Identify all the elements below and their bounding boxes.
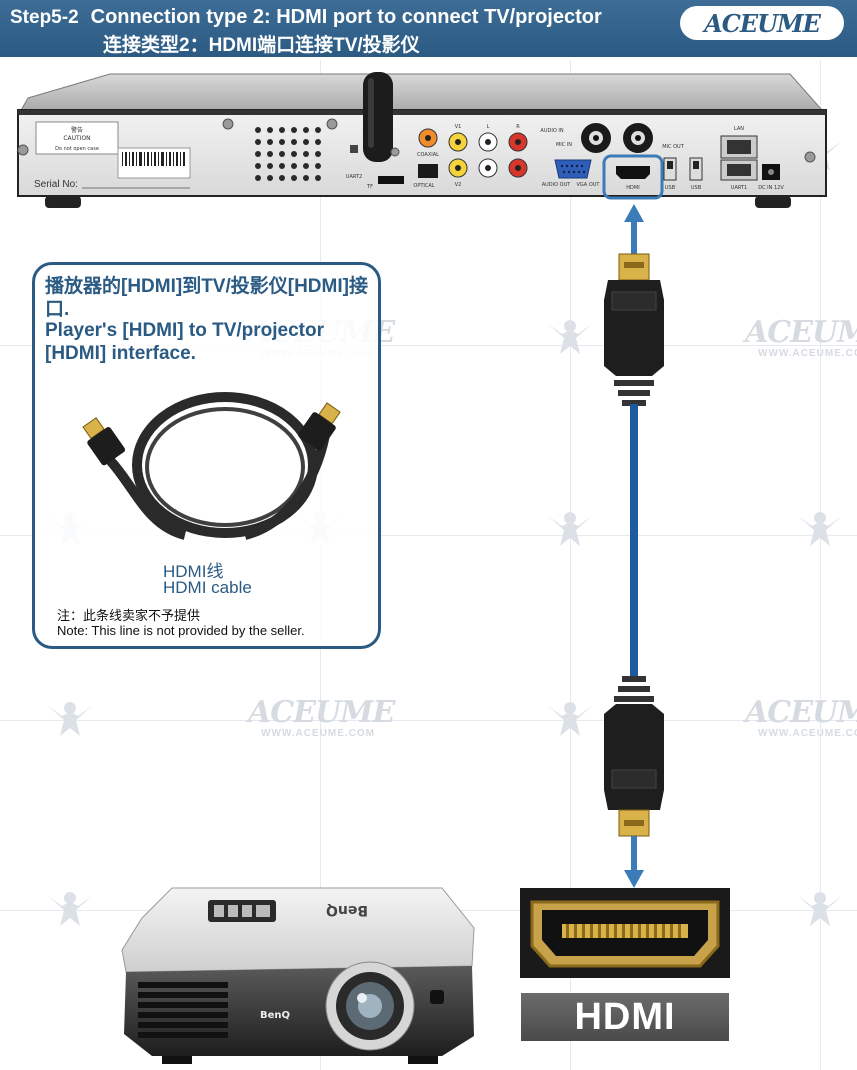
hdmi-port-closeup	[520, 888, 730, 978]
projector-illustration: BenQ BenQ	[121, 887, 475, 1064]
lan-label: LAN	[734, 126, 744, 132]
grid-line	[570, 60, 571, 1070]
projector-brand-top: BenQ	[326, 902, 368, 918]
arrow-up-icon	[624, 204, 644, 222]
r-label: R	[516, 124, 520, 130]
serial-label: Serial No:	[34, 179, 78, 190]
title-en: Connection type 2: HDMI port to connect …	[90, 6, 602, 28]
v1-label: V1	[455, 124, 462, 130]
mic-out-label: MIC OUT	[662, 144, 684, 150]
note-en: Note: This line is not provided by the s…	[57, 623, 305, 638]
vga-out-label: VGA OUT	[577, 182, 601, 188]
grid-line	[0, 535, 857, 536]
optical-label: OPTICAL	[413, 183, 434, 189]
info-box: 播放器的[HDMI]到TV/投影仪[HDMI]接口. Player's [HDM…	[32, 262, 381, 649]
brand-logo-text: ACEUME	[704, 8, 821, 38]
page-title: Step5-2 Connection type 2: HDMI port to c…	[10, 6, 602, 29]
do-not-open: Do not open case	[55, 146, 99, 152]
caution-cn: 警告	[71, 126, 83, 134]
cable-label-cn: HDMI线	[163, 562, 224, 581]
l-label: L	[487, 124, 490, 130]
tf-label: TF	[366, 184, 373, 190]
arrow-down-icon	[624, 870, 644, 888]
player-rear-panel: 警告 CAUTION Do not open case Serial No: U…	[17, 72, 827, 208]
projector-brand-front: BenQ	[260, 1010, 290, 1021]
hdmi-port-highlight	[602, 154, 664, 200]
info-text-cn: 播放器的[HDMI]到TV/投影仪[HDMI]接口.	[45, 276, 368, 320]
audio-out-label: AUDIO OUT	[542, 182, 572, 188]
usb-label-1: USB	[665, 185, 676, 191]
usb-label-2: USB	[691, 185, 702, 191]
uart2-label: UART2	[346, 174, 362, 180]
grid-line	[820, 60, 821, 1070]
info-text-en: Player's [HDMI] to TV/projector [HDMI] i…	[45, 320, 325, 364]
step-number: Step5-2	[10, 7, 79, 28]
grid-line	[0, 720, 857, 721]
brand-logo: ACEUME	[680, 6, 844, 40]
cable-label-en: HDMI cable	[163, 578, 252, 597]
title-cn: 连接类型2：HDMI端口连接TV/投影仪	[103, 35, 420, 56]
header-bar: Step5-2 Connection type 2: HDMI port to c…	[0, 0, 857, 57]
coaxial-label: COAXIAL	[417, 152, 439, 158]
hdmi-cable-illustration	[82, 392, 341, 540]
v2-label: V2	[455, 182, 462, 188]
mic-in-label: MIC IN	[556, 142, 572, 148]
audio-in-label: AUDIO IN	[540, 128, 563, 134]
hdmi-label: HDMI	[521, 993, 729, 1041]
dc-in-label: DC IN 12V	[758, 185, 784, 191]
note-cn: 注：此条线卖家不予提供	[57, 608, 201, 623]
hdmi-port-label: HDMI	[626, 185, 639, 191]
grid-line	[0, 345, 857, 346]
caution-en: CAUTION	[63, 135, 90, 142]
uart1-label: UART1	[731, 185, 747, 191]
